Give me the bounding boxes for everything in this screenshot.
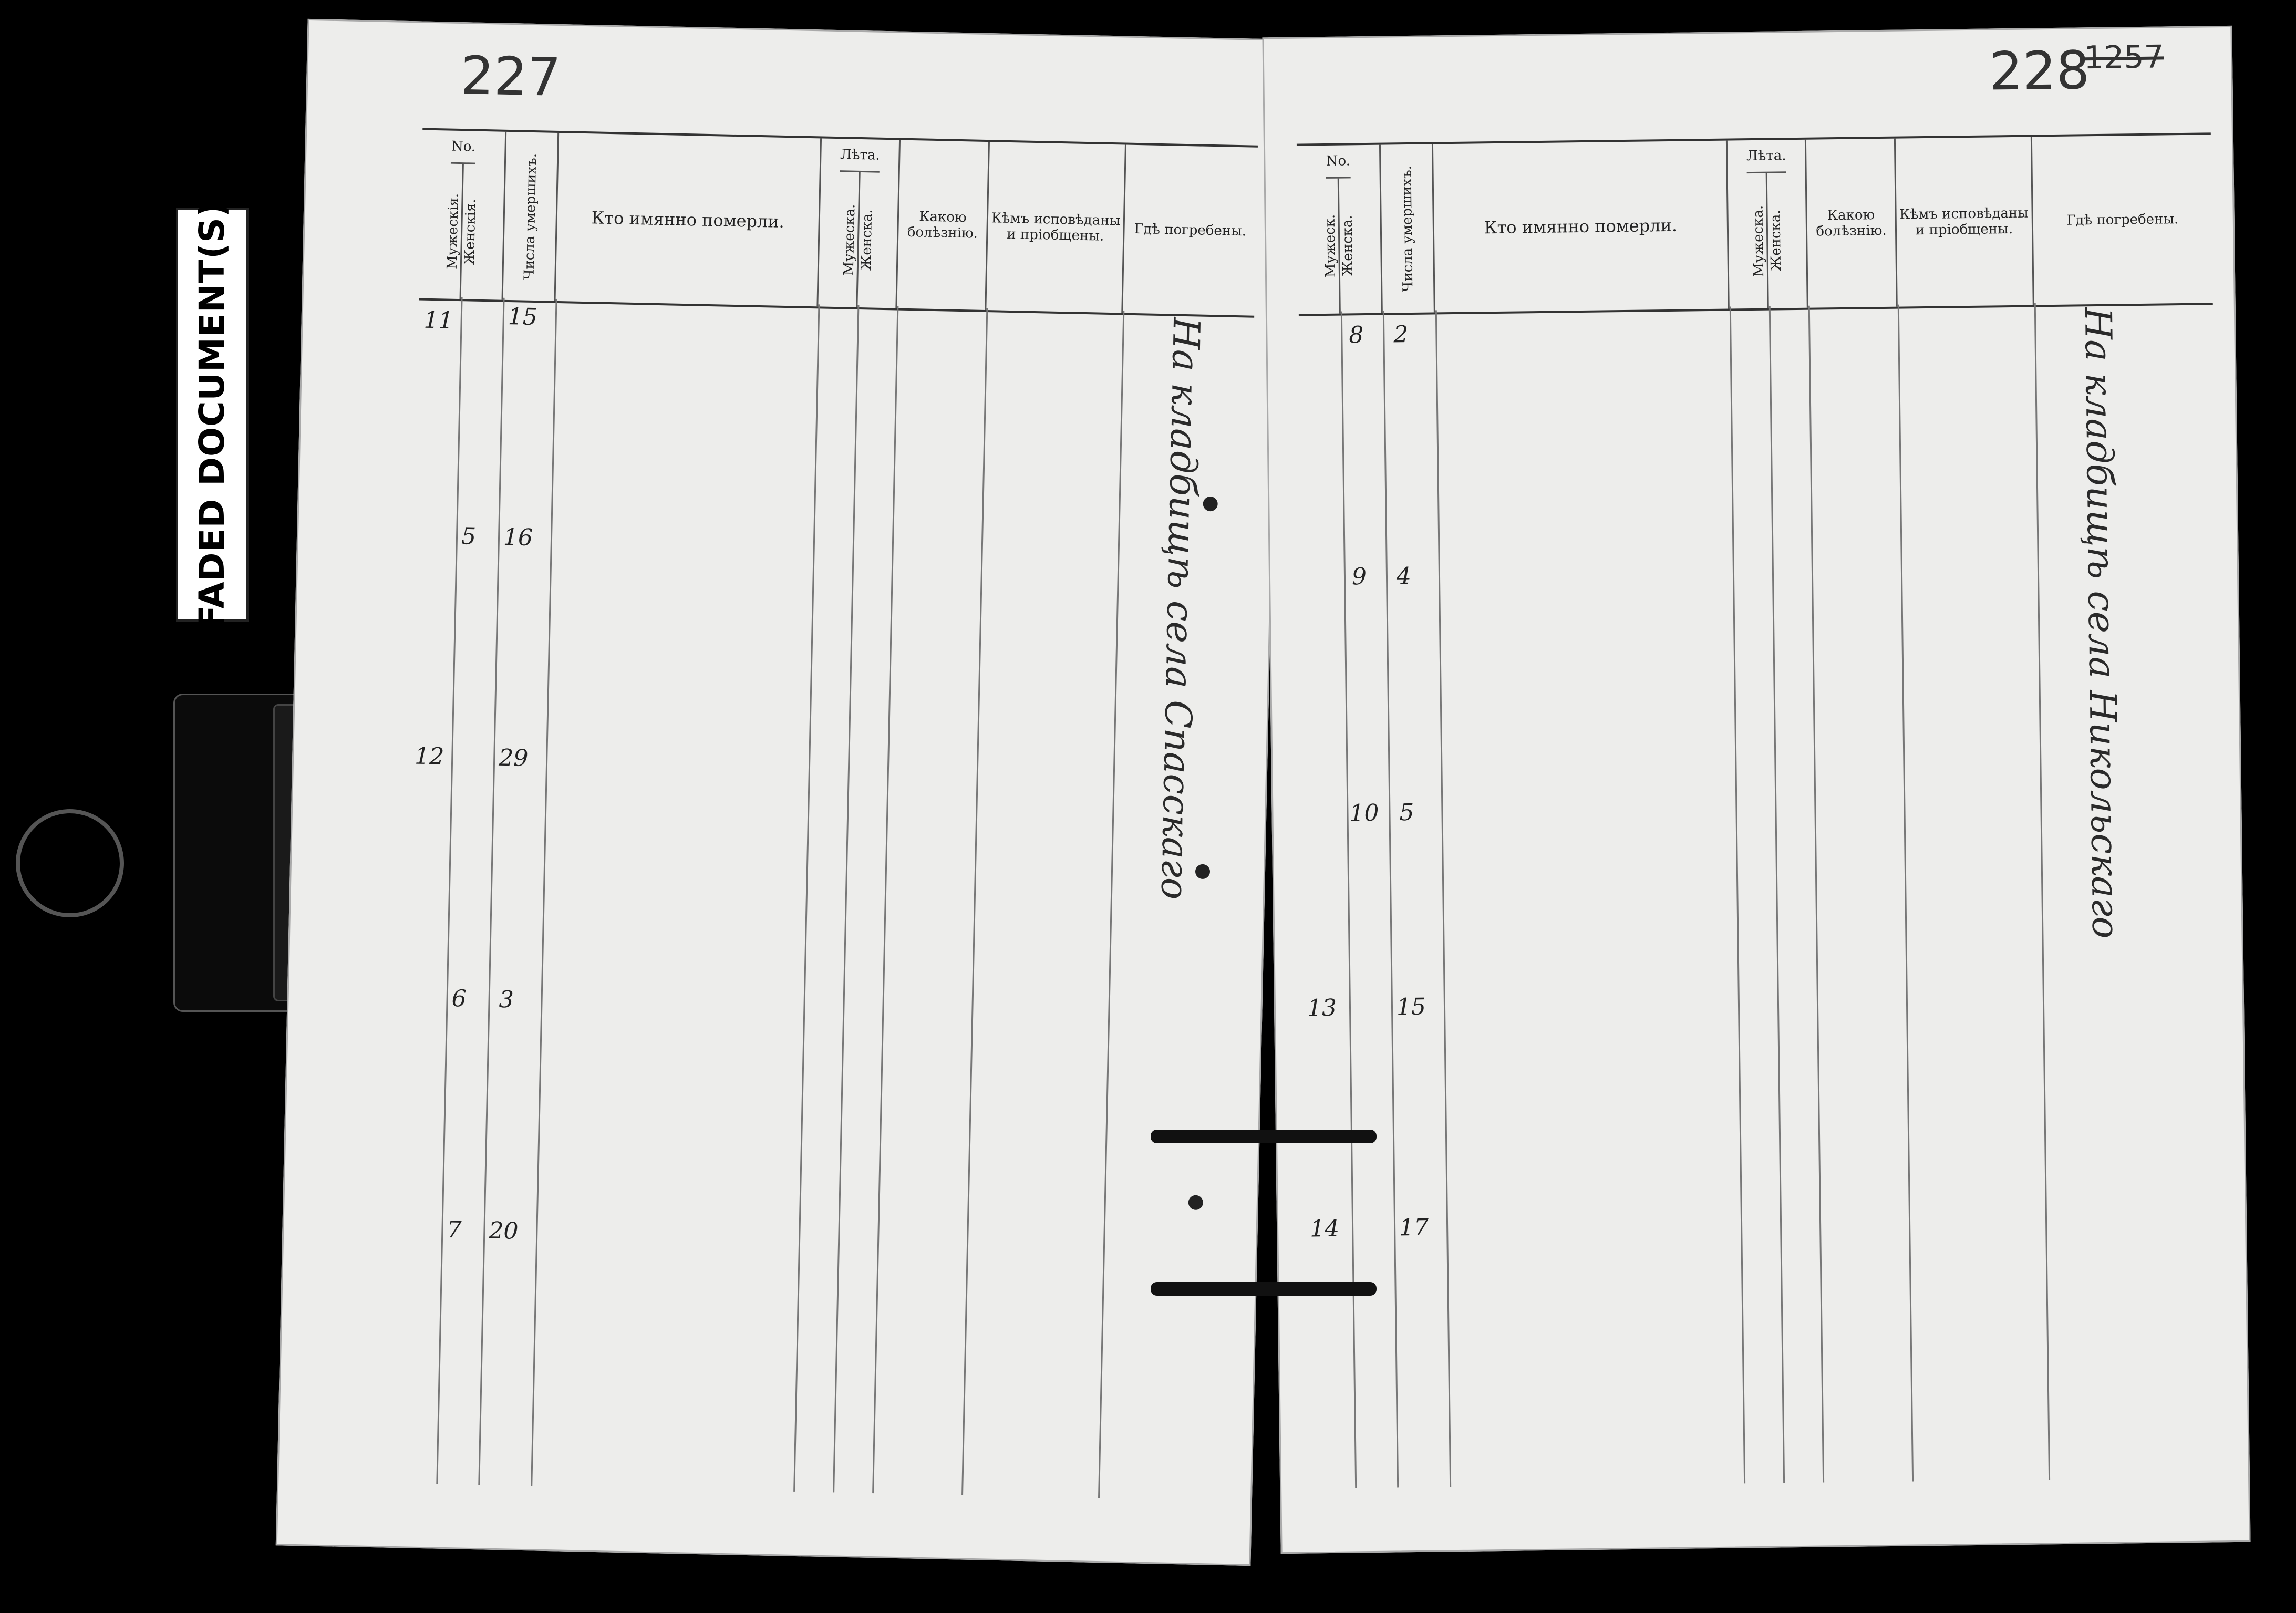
left-entry-date: 16 xyxy=(503,523,533,552)
left-entry-number: 11 xyxy=(423,306,454,334)
left-col-burial: Гдѣ погребены. xyxy=(1134,221,1247,240)
left-entry-number: 5 xyxy=(461,523,477,550)
left-burial-margin-note: На кладбищѣ села Спасскаго xyxy=(1152,317,1208,901)
right-entry-number: 8 xyxy=(1349,322,1364,349)
left-col-age: Лѣта. Мужеска. Женска. xyxy=(818,138,901,308)
right-col-date: Числа умершихъ. xyxy=(1380,144,1435,313)
left-entry-number: 6 xyxy=(451,985,467,1012)
right-page: 228 1257 No. Мужеск. Женска. Числа умерш… xyxy=(1262,25,2251,1554)
right-table-header: No. Мужеск. Женска. Числа умершихъ. Кто … xyxy=(1296,132,2213,316)
right-entry-date: 17 xyxy=(1399,1214,1429,1242)
right-col-burial: Гдѣ погребены. xyxy=(2066,211,2179,229)
binding-thread xyxy=(1151,1282,1377,1296)
left-table-body: 11 15 5 16 12 29 6 3 7 20 На кладбищѣ се… xyxy=(394,296,1254,1501)
right-table-body: 8 2 9 4 10 5 13 15 14 17 На кладбищѣ сел… xyxy=(1299,301,2227,1488)
left-entry-number: 12 xyxy=(414,742,444,770)
right-col-disease: Какою болѣзнію. xyxy=(1806,138,1898,308)
right-entry-date: 15 xyxy=(1396,993,1426,1021)
right-col-confessor: Кѣмъ исповѣданы и пріобщены. xyxy=(1895,137,2034,307)
right-leaf-number: 228 xyxy=(1989,39,2090,102)
faded-documents-stamp: FADED DOCUMENT(S) xyxy=(176,200,249,629)
right-struck-number: 1257 xyxy=(2083,38,2165,77)
left-entry-date: 20 xyxy=(488,1217,519,1245)
right-entry-number: 10 xyxy=(1349,799,1379,827)
right-col-who: Кто имянно померли. xyxy=(1433,140,1730,313)
right-col-no: No. Мужеск. Женска. xyxy=(1296,144,1383,314)
left-entry-number: 7 xyxy=(446,1216,462,1244)
left-leaf-number: 227 xyxy=(460,45,562,108)
right-entry-number: 13 xyxy=(1307,994,1337,1022)
left-entry-date: 3 xyxy=(499,986,514,1014)
left-entry-date: 29 xyxy=(498,744,529,772)
left-col-confessor: Кѣмъ исповѣданы и пріобщены. xyxy=(986,142,1126,313)
right-col-age: Лѣта. Мужеска. Женска. xyxy=(1727,139,1808,309)
left-col-no: No. Мужескія. Женскія. xyxy=(419,130,507,300)
right-entry-number: 9 xyxy=(1351,563,1367,591)
right-entry-date: 5 xyxy=(1399,799,1414,826)
binding-thread xyxy=(1151,1130,1377,1143)
left-col-disease: Какою болѣзнію. xyxy=(897,140,990,311)
left-col-who: Кто имянно померли. xyxy=(555,132,822,307)
left-col-date: Числа умершихъ. xyxy=(503,131,560,301)
binding-ring xyxy=(16,809,124,917)
left-page: 227 No. Мужескія. Женскія. Числа умерших… xyxy=(275,18,1283,1566)
right-entry-number: 14 xyxy=(1309,1215,1340,1243)
right-burial-margin-note: На кладбищѣ села Никольскаго xyxy=(2076,307,2127,939)
left-entry-date: 15 xyxy=(508,303,538,331)
right-entry-date: 2 xyxy=(1393,321,1409,348)
right-entry-date: 4 xyxy=(1396,562,1412,590)
left-table-header: No. Мужескія. Женскія. Числа умершихъ. К… xyxy=(419,128,1258,318)
